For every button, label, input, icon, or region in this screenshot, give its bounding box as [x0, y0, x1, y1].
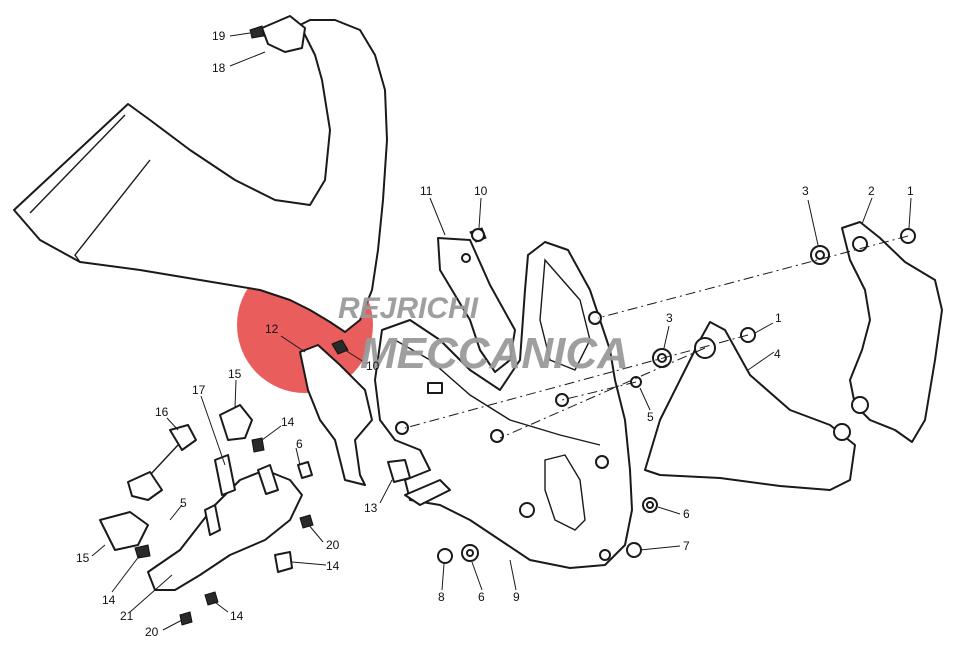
footpeg-bracket	[99, 404, 411, 626]
callout-17: 17	[192, 383, 206, 397]
part-2-heel-guard	[833, 221, 943, 443]
callout-14: 14	[230, 609, 244, 623]
callout-1: 1	[907, 184, 914, 198]
callout-8: 8	[438, 590, 445, 604]
callout-6: 6	[683, 507, 690, 521]
callout-3: 3	[802, 184, 809, 198]
callout-14: 14	[102, 593, 116, 607]
leader-lines	[91, 32, 912, 631]
callout-7: 7	[683, 539, 690, 553]
callout-15: 15	[76, 551, 90, 565]
part-4-heel-guard	[644, 321, 856, 491]
callout-4: 4	[774, 347, 781, 361]
callout-12: 12	[265, 322, 279, 336]
callout-16: 16	[155, 405, 169, 419]
callout-2: 2	[868, 184, 875, 198]
callout-1: 1	[775, 311, 782, 325]
callout-5: 5	[180, 496, 187, 510]
callout-10: 10	[474, 184, 488, 198]
callout-14: 14	[281, 415, 295, 429]
callout-3: 3	[666, 311, 673, 325]
callout-15: 15	[228, 367, 242, 381]
callout-11: 11	[420, 184, 433, 198]
callout-6: 6	[296, 437, 303, 451]
callout-6: 6	[478, 590, 485, 604]
callout-labels: 1 2 3 1 3 4 5 6 7 9 6 8 10 11 10 12 13 1…	[76, 29, 914, 639]
callout-9: 9	[513, 590, 520, 604]
fairing-panel	[13, 19, 388, 333]
callout-13: 13	[364, 501, 378, 515]
part-18-clip	[249, 15, 306, 53]
callout-20: 20	[326, 538, 340, 552]
callout-19: 19	[212, 29, 226, 43]
callout-5: 5	[647, 410, 654, 424]
part-12-arm	[299, 339, 373, 486]
callout-10: 10	[366, 359, 380, 373]
callout-21: 21	[120, 609, 134, 623]
watermark-line-1: REJRICHI	[338, 292, 479, 325]
fasteners	[437, 228, 916, 564]
callout-14: 14	[326, 559, 340, 573]
watermark-line-2: MECCANICA	[360, 329, 629, 378]
callout-20: 20	[145, 625, 159, 639]
callout-18: 18	[212, 61, 226, 75]
alignment-lines	[404, 235, 909, 439]
part-9-main-bracket	[374, 241, 633, 569]
